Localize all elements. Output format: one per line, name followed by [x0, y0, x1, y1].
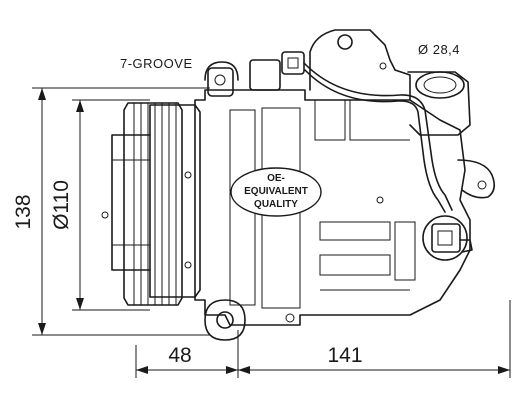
- badge-line3: QUALITY: [254, 199, 298, 210]
- compressor-body: [194, 29, 496, 341]
- body-length-dimension: 141: [327, 344, 362, 367]
- clutch-hub: [101, 104, 201, 298]
- badge-line2: EQUIVALENT: [244, 186, 308, 197]
- overall-height-dimension: 138: [12, 194, 35, 229]
- oe-badge: OE- EQUIVALENT QUALITY: [230, 167, 322, 217]
- labels: 7-GROOVE Ø 28,4 138 Ø110 48 141: [12, 42, 460, 367]
- pulley-grooves: [123, 102, 183, 306]
- dimension-lines: [32, 87, 511, 378]
- badge-line1: OE-: [267, 173, 285, 184]
- pulley-diameter-dimension: Ø110: [50, 180, 73, 230]
- pulley-offset-dimension: 48: [168, 344, 191, 367]
- groove-label: 7-GROOVE: [120, 56, 193, 71]
- port-diameter-label: Ø 28,4: [418, 42, 460, 57]
